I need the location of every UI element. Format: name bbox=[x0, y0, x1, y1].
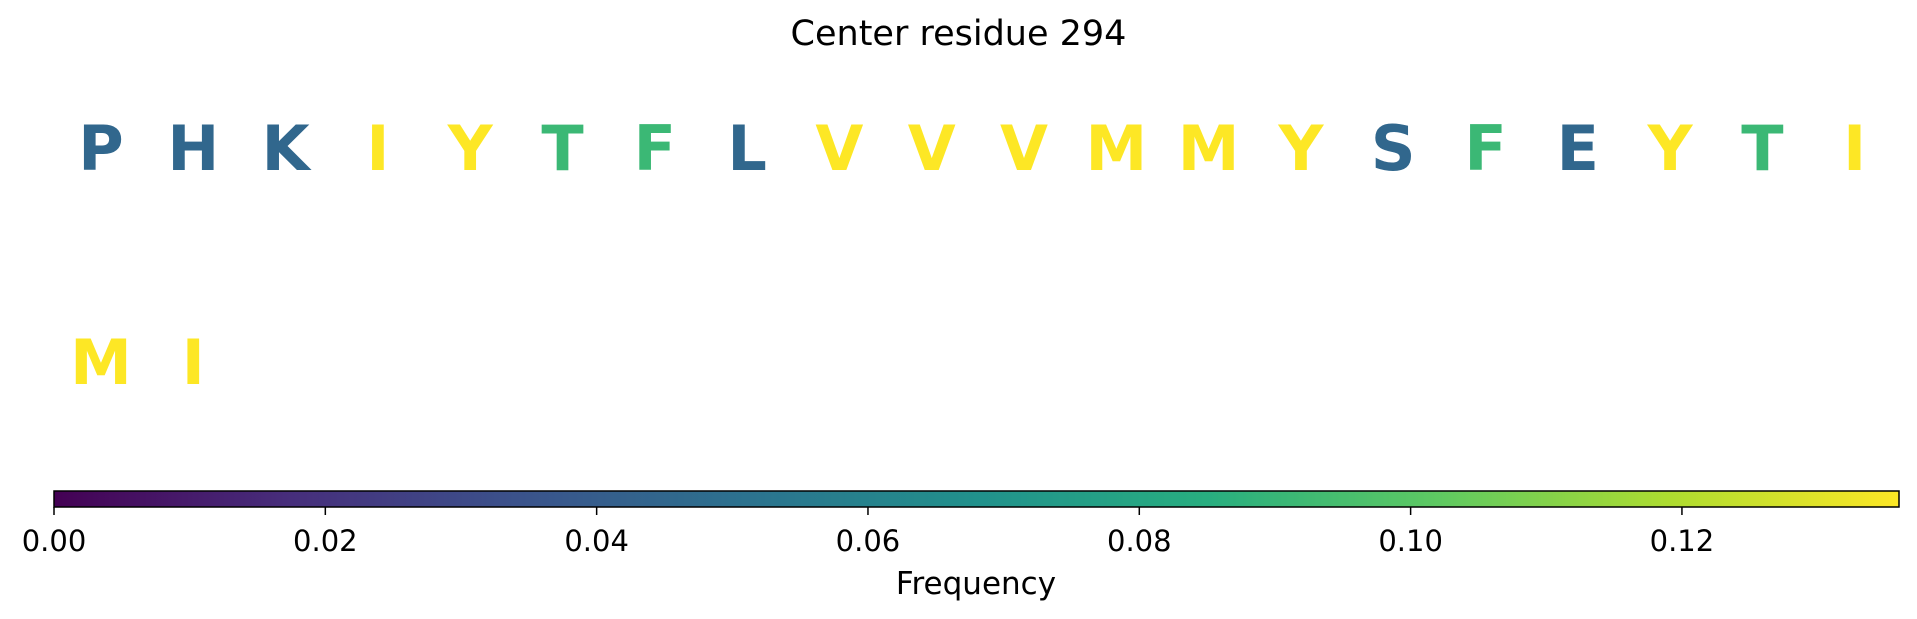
residue-letter: F bbox=[634, 112, 676, 185]
residue-letter: Y bbox=[1277, 112, 1324, 185]
residue-letter: P bbox=[78, 112, 123, 185]
colorbar-label: Frequency bbox=[896, 566, 1056, 602]
residue-letter: V bbox=[908, 112, 956, 185]
colorbar-gradient bbox=[53, 490, 1900, 508]
colorbar-ticks: 0.00 0.02 0.04 0.06 0.08 0.10 0.12 bbox=[22, 507, 1715, 558]
colorbar-tick-label: 0.04 bbox=[564, 524, 629, 558]
colorbar-tick-label: 0.06 bbox=[836, 524, 901, 558]
residue-letter: E bbox=[1557, 112, 1599, 185]
residue-letter: H bbox=[167, 112, 219, 185]
residue-letter: Y bbox=[1647, 112, 1694, 185]
colorbar-tick-label: 0.00 bbox=[22, 524, 87, 558]
residue-letter: F bbox=[1464, 112, 1506, 185]
residue-letter: K bbox=[262, 112, 312, 185]
residue-letter: Y bbox=[447, 112, 494, 185]
residue-letter: T bbox=[541, 112, 583, 185]
colorbar-tick-label: 0.12 bbox=[1650, 524, 1715, 558]
colorbar-tick-label: 0.10 bbox=[1378, 524, 1443, 558]
colorbar-tick-label: 0.02 bbox=[293, 524, 358, 558]
residue-letter: M bbox=[70, 326, 132, 399]
residue-letter: L bbox=[727, 112, 767, 185]
residue-letter: V bbox=[1000, 112, 1048, 185]
residue-letter: T bbox=[1741, 112, 1783, 185]
colorbar-tick-label: 0.08 bbox=[1107, 524, 1172, 558]
residue-letter: S bbox=[1371, 112, 1416, 185]
chart-title: Center residue 294 bbox=[790, 14, 1127, 54]
residue-letter: M bbox=[1178, 112, 1240, 185]
residue-letter: V bbox=[815, 112, 863, 185]
colorbar: 0.00 0.02 0.04 0.06 0.08 0.10 0.12 Frequency bbox=[22, 490, 1900, 602]
residue-letter: M bbox=[1085, 112, 1147, 185]
residue-letter: I bbox=[182, 326, 205, 399]
residue-letter: I bbox=[1843, 112, 1866, 185]
residue-letter: I bbox=[366, 112, 389, 185]
